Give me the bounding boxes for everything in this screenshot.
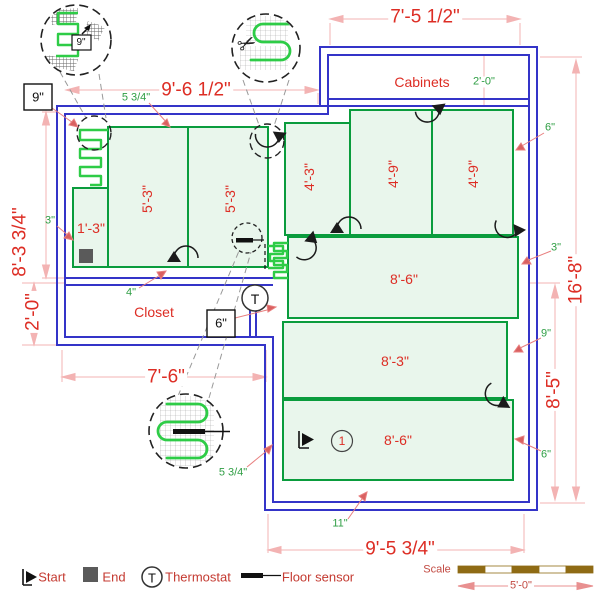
dim-left-height: 8'-3 3/4" [9,207,31,277]
cable-strip [272,241,289,280]
mat-strip-bottom [282,399,514,481]
legend-end-label: End [102,569,126,585]
dim-top-width: 7'-5 1/2" [388,6,462,28]
spacing-callout-box [23,83,53,111]
mat-label-right-a: 4'-9" [385,160,401,188]
dim-right-lower-height: 8'-5" [543,369,565,411]
thermostat-plan-letter: T [250,291,260,307]
sensor-callout-box [206,309,236,338]
legend-start-label: Start [38,569,66,585]
scale-bar [457,565,594,574]
heating-cables [78,128,289,280]
mat-mid [284,122,351,236]
dimension-lines [22,14,585,555]
scale-label: Scale [423,563,451,576]
offset-bottom-gap: 5 3/4" [218,466,248,479]
area-label-closet: Closet [134,304,174,320]
legend-start-icon [22,569,37,586]
circuit-number-circle [330,429,354,453]
cable-mid [268,244,285,270]
offset-right-strip: 9" [540,327,552,340]
offset-top-gap: 5 3/4" [121,91,151,104]
mat-label-left-a: 5'-3" [139,185,155,213]
legend-thermostat-letter: T [148,570,156,586]
offset-right-mid: 3" [550,241,562,254]
callout-cable-spacing: 9" [32,89,44,105]
callout-detail-spacing: 9" [76,37,86,48]
walls [56,46,538,511]
heating-mats [72,109,519,481]
offset-closet-top: 4" [125,286,137,299]
legend-floor-sensor-label: Floor sensor [281,569,355,585]
target-cable-start [76,115,112,151]
mat-label-left-b: 5'-3" [222,185,238,213]
offset-right-bottom: 6" [540,448,552,461]
mat-label-strip-bottom: 8'-6" [384,432,412,448]
thermostat-plan-circle [241,284,269,312]
mat-label-strip-top: 8'-6" [390,271,418,287]
legend-thermostat-label: Thermostat [165,569,231,585]
mat-right-b [431,109,514,236]
offset-left-wall: 3" [44,214,56,227]
target-cable-cut [249,123,285,159]
outer-wall [56,46,538,511]
dim-closet-width: 7'-6" [145,366,187,388]
legend-floor-sensor-icon [241,573,281,578]
offset-cabinet-depth: 2'-0" [471,75,497,88]
legend-end-icon [83,567,98,582]
detail-target-circles [76,115,285,159]
mat-strip-mid [282,321,508,399]
mat-left-b [187,126,269,268]
inner-wall [64,54,530,503]
cabinet-bottom-wall [320,98,529,107]
mat-left-a [107,126,189,268]
dim-bottom-width: 9'-5 3/4" [363,538,437,560]
end-marker-plan [79,249,93,263]
callout-sensor-box: 6" [215,315,227,331]
dim-right-total-height: 16'-8" [565,253,587,307]
dim-upper-left-width: 9'-6 1/2" [159,79,233,101]
mat-label-right-b: 4'-9" [465,160,481,188]
offset-right-top: 6" [544,121,556,134]
dim-closet-height: 2'-0" [22,291,44,333]
offset-bottom-wall: 11" [332,517,348,530]
circuit-number: 1 [338,434,346,448]
mat-label-strip-mid: 8'-3" [381,353,409,369]
legend-thermostat-icon [141,566,163,588]
floor-sensor-plan [231,222,266,272]
detail-circle-cut [231,13,301,83]
area-label-cabinets: Cabinets [394,74,450,90]
detail-circle-sensor [148,393,230,469]
mat-strip-top [287,236,519,319]
start-marker-plan [298,431,314,449]
offset-leaders [51,102,552,520]
mat-label-entry: 1'-3" [77,220,105,236]
closet-walls [65,277,273,337]
scale-length: 5'-0" [508,579,534,592]
mat-label-mid: 4'-3" [301,163,317,191]
cable-left [78,128,108,187]
